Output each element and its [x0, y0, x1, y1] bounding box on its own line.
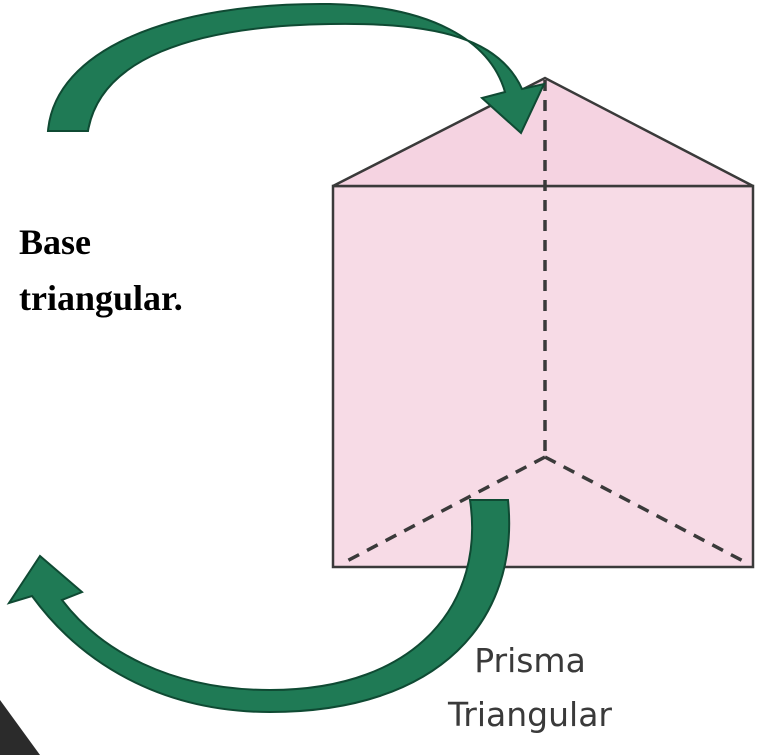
base-label-line1: Base	[19, 222, 91, 262]
prism-front-face	[331, 184, 755, 569]
base-triangular-label: Base triangular.	[19, 214, 183, 326]
curved-arrow-right-down-icon	[46, 2, 546, 135]
hidden-bottom-edge-left	[344, 455, 546, 564]
hidden-bottom-edge-right	[544, 455, 746, 564]
prism-caption-line1: Prisma	[474, 641, 586, 680]
prism-caption-line2: Triangular	[447, 695, 612, 734]
triangular-prism	[331, 76, 755, 569]
prism-top-triangle	[332, 76, 754, 188]
curved-arrow-left-up-icon	[6, 499, 511, 714]
prism-caption: Prisma Triangular	[410, 634, 650, 742]
base-label-line2: triangular.	[19, 278, 183, 318]
corner-decoration	[0, 700, 40, 755]
